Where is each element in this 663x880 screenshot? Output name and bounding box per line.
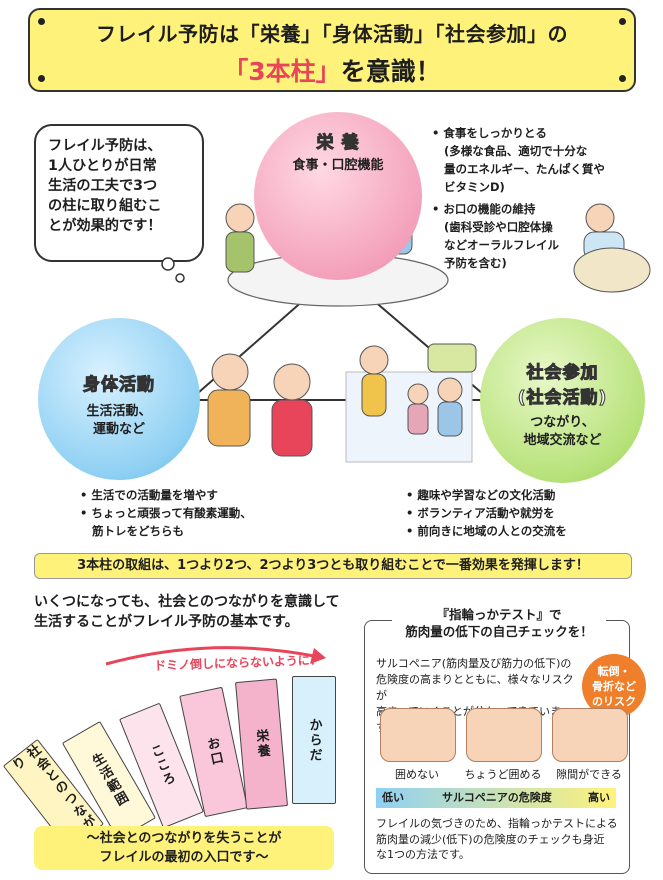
footnote-line: フレイルの気づきのため、指輪っかテストによる bbox=[376, 817, 618, 830]
domino-row: 社会とのつながり 生活範囲 こころ お口 栄養 からだ bbox=[2, 676, 340, 852]
nutrition-bullet: 食事をしっかりとる bbox=[432, 124, 632, 142]
curved-arrow-icon bbox=[105, 646, 326, 666]
physical-bullet: ちょっと頑張って有酸素運動、 bbox=[80, 504, 330, 522]
banner-line2-rest: を意識！ bbox=[340, 57, 441, 86]
bottom-note: 〜社会とのつながりを失うことが フレイルの最初の入口です〜 bbox=[34, 826, 334, 870]
banner-highlight: 「3本柱」 bbox=[223, 57, 341, 86]
social-bullet: 前向きに地域の人との交流を bbox=[406, 522, 636, 540]
nutrition-title: 栄 養 bbox=[316, 133, 360, 154]
banner-line2: 「3本柱」を意識！ bbox=[30, 52, 634, 88]
social-title2: (社会活動) bbox=[517, 388, 608, 409]
social-list: 趣味や学習などの文化活動 ボランティア活動や就労を 前向きに地域の人との交流を bbox=[406, 486, 636, 540]
footnote-line: 筋肉量の減少(低下)の危険度のチェックも身近 bbox=[376, 832, 605, 846]
domino-label: お口 bbox=[203, 735, 225, 769]
nutrition-list: 食事をしっかりとる (多様な食品、適切で十分な 量のエネルギー、たんぱく質や ビ… bbox=[432, 124, 632, 272]
bubble-line: とが効果的です！ bbox=[48, 218, 162, 234]
summary-band: 3本柱の取組は、1つより2つ、2つより3つとも取り組むことで一番効果を発揮します… bbox=[34, 553, 632, 579]
risk-line: 骨折など bbox=[592, 680, 636, 693]
physical-subtitle: 運動など bbox=[92, 422, 145, 437]
finger-test-body-line: サルコペニア(筋肉量及び筋力の低下)の bbox=[376, 657, 572, 670]
finger-test-heading-line: 筋肉量の低下の自己チェックを！ bbox=[405, 624, 593, 639]
bubble-line: 生活の工夫で3つ bbox=[48, 178, 158, 194]
banner-corner-dot bbox=[619, 75, 626, 82]
hand-caption: ちょうど囲める bbox=[464, 768, 542, 781]
title-banner: フレイル予防は「栄養」「身体活動」「社会参加」の 「3本柱」を意識！ bbox=[28, 8, 636, 92]
nutrition-bullet-detail: (歯科受診や口腔体操 bbox=[444, 220, 553, 234]
domino-intro: いくつになっても、社会とのつながりを意識して 生活することがフレイル予防の基本で… bbox=[34, 592, 374, 632]
social-subtitle: つながり、 bbox=[530, 415, 595, 430]
social-bullet: 趣味や学習などの文化活動 bbox=[406, 486, 636, 504]
scale-low: 低い bbox=[382, 791, 404, 804]
domino-label: 生活範囲 bbox=[87, 750, 131, 811]
nutrition-bullet-detail: 量のエネルギー、たんぱく質や bbox=[444, 162, 605, 176]
risk-scale: 低い サルコペニアの危険度 高い bbox=[376, 788, 616, 808]
domino-label: こころ bbox=[146, 741, 177, 790]
bottom-note-line: 〜社会とのつながりを失うことが bbox=[86, 831, 282, 846]
social-bullet: ボランティア活動や就労を bbox=[406, 504, 636, 522]
social-subtitle: 地域交流など bbox=[523, 433, 602, 448]
finger-ring-hand-icon bbox=[466, 708, 542, 762]
speech-bubble: フレイル予防は、 1人ひとりが日常 生活の工夫で3つ の柱に取り組むこ とが効果… bbox=[34, 124, 204, 262]
physical-list: 生活での活動量を増やす ちょっと頑張って有酸素運動、 筋トレをどちらも bbox=[80, 486, 330, 540]
domino-intro-line: 生活することがフレイル予防の基本です。 bbox=[34, 614, 299, 630]
finger-test-heading-line: 『指輪っかテスト』で bbox=[436, 607, 562, 622]
nutrition-bullet-detail: (多様な食品、適切で十分な bbox=[444, 144, 588, 158]
hand-caption: 囲めない bbox=[395, 768, 439, 781]
nutrition-bullet-detail: などオーラルフレイル bbox=[444, 238, 559, 252]
physical-title: 身体活動 bbox=[83, 375, 155, 396]
bubble-line: フレイル予防は、 bbox=[48, 138, 162, 154]
finger-ring-hand-icon bbox=[552, 708, 628, 762]
hand-caption: 隙間ができる bbox=[556, 768, 622, 781]
risk-line: 転倒・ bbox=[597, 665, 631, 678]
nutrition-subtitle: 食事・口腔機能 bbox=[292, 158, 384, 173]
nutrition-bullet: お口の機能の維持 bbox=[432, 200, 632, 218]
social-circle: 社会参加 (社会活動) つながり、 地域交流など bbox=[480, 318, 645, 483]
finger-test-heading: 『指輪っかテスト』で 筋肉量の低下の自己チェックを！ bbox=[392, 606, 606, 640]
bubble-line: 1人ひとりが日常 bbox=[48, 158, 157, 174]
domino-intro-line: いくつになっても、社会とのつながりを意識して bbox=[34, 594, 340, 610]
physical-bullet-detail: 筋トレをどちらも bbox=[92, 524, 184, 538]
banner-corner-dot bbox=[38, 75, 45, 82]
bottom-note-line: フレイルの最初の入口です〜 bbox=[99, 850, 269, 865]
physical-bullet: 生活での活動量を増やす bbox=[80, 486, 330, 504]
bubble-tail-icon bbox=[161, 257, 185, 283]
scale-high: 高い bbox=[588, 791, 610, 804]
domino-block: からだ bbox=[292, 676, 336, 804]
bubble-line: の柱に取り組むこ bbox=[48, 198, 162, 214]
nutrition-circle: 栄 養 食事・口腔機能 bbox=[254, 112, 422, 280]
scale-mid: サルコペニアの危険度 bbox=[442, 791, 552, 804]
risk-badge: 転倒・ 骨折など のリスク bbox=[582, 654, 646, 718]
banner-corner-dot bbox=[38, 18, 45, 25]
banner-line1: フレイル予防は「栄養」「身体活動」「社会参加」の bbox=[96, 22, 568, 46]
nutrition-bullet-detail: 予防を含む) bbox=[444, 256, 507, 270]
footnote-line: な1つの方法です。 bbox=[376, 848, 470, 861]
finger-ring-hand-icon bbox=[380, 708, 456, 762]
nutrition-bullet-detail: ビタミンD) bbox=[444, 180, 505, 194]
physical-subtitle: 生活活動、 bbox=[86, 404, 152, 419]
banner-corner-dot bbox=[619, 18, 626, 25]
physical-circle: 身体活動 生活活動、 運動など bbox=[38, 318, 200, 480]
domino-label: からだ bbox=[306, 717, 322, 763]
finger-test-footnote: フレイルの気づきのため、指輪っかテストによる 筋肉量の減少(低下)の危険度のチェ… bbox=[376, 816, 620, 863]
risk-line: のリスク bbox=[592, 695, 636, 708]
social-title: 社会参加 bbox=[526, 363, 599, 384]
finger-test-body-line: 危険度の高まりとともに、様々なリスクが bbox=[376, 673, 574, 702]
domino-label: 栄養 bbox=[252, 728, 271, 760]
